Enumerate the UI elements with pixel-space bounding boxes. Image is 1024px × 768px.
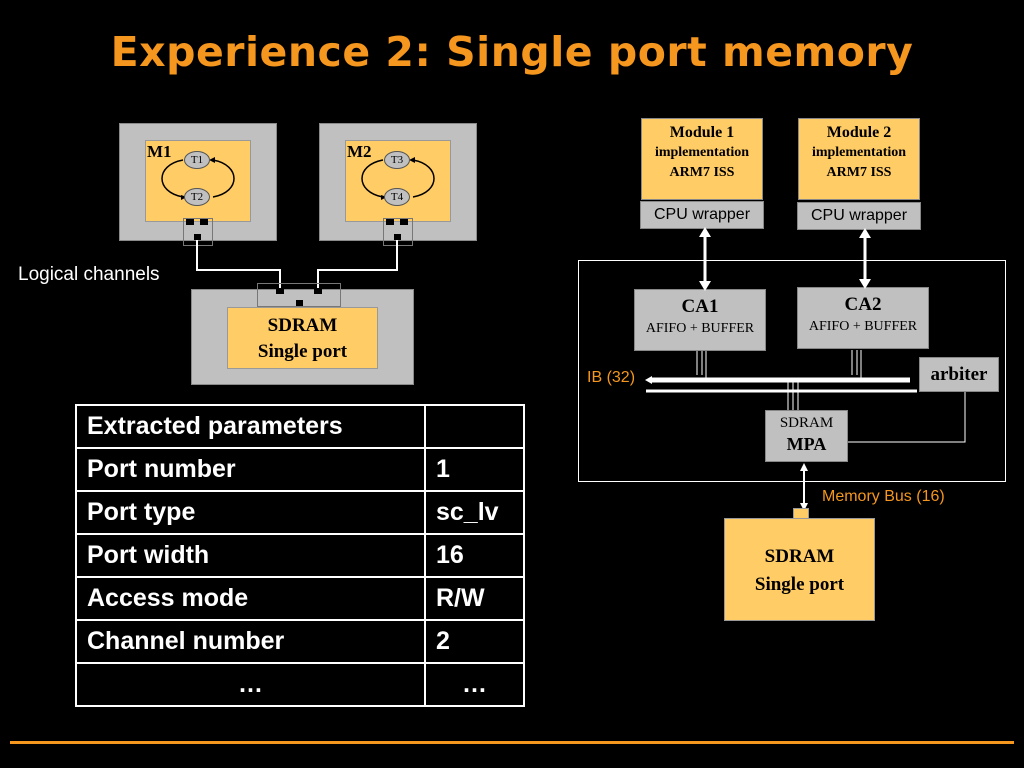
- sdram-left-port-frame: [257, 283, 341, 307]
- table-row: Access mode R/W: [75, 576, 525, 621]
- arbiter-box: arbiter: [919, 357, 999, 392]
- slide-title: Experience 2: Single port memory: [110, 28, 914, 76]
- logical-channel-lines: [196, 240, 398, 290]
- task-t3: T3: [384, 151, 410, 169]
- mpa-line2: MPA: [786, 434, 827, 454]
- module1-box: Module 1 implementation ARM7 ISS: [641, 118, 763, 200]
- parameters-table: Extracted parameters Port number 1 Port …: [75, 404, 525, 707]
- module2-line1: Module 2: [826, 124, 892, 141]
- m1-label: M1: [147, 142, 172, 161]
- m2-port-out: [386, 219, 394, 225]
- table-row: Extracted parameters: [75, 404, 525, 449]
- m2-port-channel: [394, 234, 401, 240]
- table-cell: 2: [424, 619, 525, 664]
- task-t1: T1: [184, 151, 210, 169]
- table-cell: sc_lv: [424, 490, 525, 535]
- logical-channels-label: Logical channels: [18, 264, 160, 285]
- table-cell: Access mode: [75, 576, 426, 621]
- right-connections: [645, 227, 966, 511]
- table-cell: Port type: [75, 490, 426, 535]
- ca1-box: CA1 AFIFO + BUFFER: [634, 289, 766, 351]
- ca1-name: CA1: [681, 296, 719, 317]
- mpa-line1: SDRAM: [779, 415, 834, 431]
- task-t4: T4: [384, 188, 410, 206]
- table-cell: 1: [424, 447, 525, 492]
- ib-label: IB (32): [587, 369, 636, 386]
- ca2-box: CA2 AFIFO + BUFFER: [797, 287, 929, 349]
- ca2-sub: AFIFO + BUFFER: [808, 319, 918, 334]
- sdram-left-box: SDRAM Single port: [227, 307, 378, 369]
- table-row: Port width 16: [75, 533, 525, 578]
- sdram-right-line2: Single port: [754, 574, 845, 595]
- table-cell: …: [75, 662, 426, 707]
- module1-line2: implementation: [654, 145, 750, 160]
- table-row: Channel number 2: [75, 619, 525, 664]
- table-row: … …: [75, 662, 525, 707]
- cpu-wrapper-2: CPU wrapper: [797, 202, 921, 230]
- table-cell: Port width: [75, 533, 426, 578]
- sdram-left-port-a: [276, 288, 284, 294]
- ca1-sub: AFIFO + BUFFER: [645, 321, 755, 336]
- m2-task-loop: [361, 157, 435, 200]
- task-t2: T2: [184, 188, 210, 206]
- module2-line2: implementation: [811, 145, 907, 160]
- table-cell: Port number: [75, 447, 426, 492]
- interconnect-frame: [578, 260, 1006, 482]
- ca2-name: CA2: [844, 294, 882, 315]
- module1-line3: ARM7 ISS: [669, 165, 735, 180]
- m1-port-channel: [194, 234, 201, 240]
- footer-divider: [10, 741, 1014, 744]
- m2-port-in: [400, 219, 408, 225]
- sdram-right-box: SDRAM Single port: [724, 518, 875, 621]
- sdram-left-port-b: [314, 288, 322, 294]
- module1-line1: Module 1: [669, 124, 735, 141]
- table-cell: R/W: [424, 576, 525, 621]
- module2-line3: ARM7 ISS: [826, 165, 892, 180]
- m1-port-out: [186, 219, 194, 225]
- table-row: Port number 1: [75, 447, 525, 492]
- module2-box: Module 2 implementation ARM7 ISS: [798, 118, 920, 200]
- memory-bus-label: Memory Bus (16): [822, 488, 945, 505]
- sdram-left-port-c: [296, 300, 303, 306]
- table-cell: [424, 404, 525, 449]
- table-cell: 16: [424, 533, 525, 578]
- cpu-wrapper-1: CPU wrapper: [640, 201, 764, 229]
- sdram-right-line1: SDRAM: [764, 546, 835, 567]
- sdram-left-line2: Single port: [257, 341, 348, 362]
- m2-label: M2: [347, 142, 372, 161]
- table-cell: Channel number: [75, 619, 426, 664]
- mpa-box: SDRAM MPA: [765, 410, 848, 462]
- table-cell: …: [424, 662, 525, 707]
- table-cell: Extracted parameters: [75, 404, 426, 449]
- table-row: Port type sc_lv: [75, 490, 525, 535]
- sdram-left-line1: SDRAM: [267, 315, 338, 336]
- m1-port-in: [200, 219, 208, 225]
